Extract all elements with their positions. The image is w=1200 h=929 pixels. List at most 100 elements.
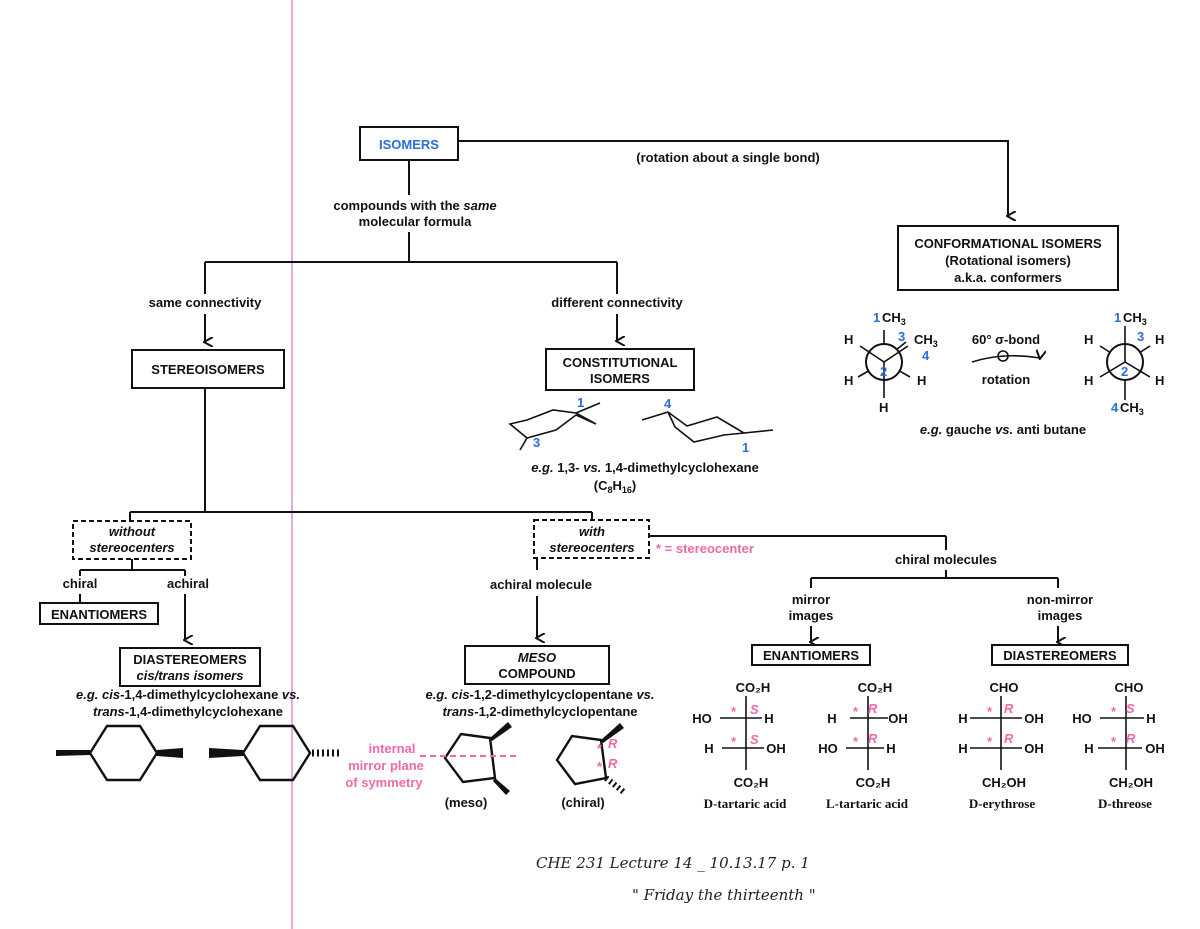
meso-line1: MESO	[518, 650, 556, 665]
de-oh2: OH	[1024, 741, 1044, 756]
non-mirror-line1: non-mirror	[1027, 592, 1093, 607]
non-mirror-line2: images	[1038, 608, 1083, 623]
chiral-r-2: R	[608, 756, 618, 771]
newman-right-3: 3	[1137, 329, 1144, 344]
diastereomers-left-box	[119, 647, 261, 687]
dth-ho: HO	[1072, 711, 1092, 726]
lt-oh: OH	[888, 711, 908, 726]
conformational-sub1: (Rotational isomers)	[945, 253, 1071, 268]
lt-top: CO₂H	[858, 680, 893, 695]
newman-right-2: 2	[1121, 364, 1128, 379]
dt-star2: *	[731, 734, 737, 749]
dth-bottom: CH₂OH	[1109, 775, 1153, 790]
mirror-text-1: internal	[369, 741, 416, 756]
fischer-d-threose	[1098, 696, 1144, 770]
chiral-label-cyclopentane: (chiral)	[561, 795, 604, 810]
chiral-label: chiral	[63, 576, 98, 591]
enantiomers-left-box	[39, 602, 159, 625]
achiral-molecule-label: achiral molecule	[490, 577, 592, 592]
de-h2: H	[958, 741, 967, 756]
dth-star2: *	[1111, 734, 1117, 749]
lt-r1: R	[868, 701, 878, 716]
newman-right-h4: H	[1155, 373, 1164, 388]
chair-left-num-1: 1	[577, 395, 584, 410]
mirror-images-line2: images	[789, 608, 834, 623]
conformational-sub2: a.k.a. conformers	[954, 270, 1062, 285]
sigma-bond-label: 60° σ-bond	[972, 332, 1040, 347]
newman-left-1: 1	[873, 310, 880, 325]
chair-13-dimethylcyclohexane	[508, 402, 601, 451]
without-stereocenters-box	[72, 520, 192, 560]
newman-left-ch3-right: CH3	[914, 332, 938, 349]
meso-box	[464, 645, 610, 685]
newman-right-1: 1	[1114, 310, 1121, 325]
enantiomers-left-label: ENANTIOMERS	[51, 607, 147, 622]
newman-right-ch3-bot: CH3	[1120, 400, 1144, 417]
diastereomers-left-ex1: e.g. cis-1,4-dimethylcyclohexane vs.	[76, 687, 300, 702]
newman-right-h1: H	[1084, 332, 1093, 347]
de-top: CHO	[990, 680, 1019, 695]
lt-bottom: CO₂H	[856, 775, 891, 790]
newman-gauche	[857, 330, 911, 398]
l-tartaric-label: L-tartaric acid	[826, 796, 909, 811]
newman-left-h2: H	[844, 373, 853, 388]
cis-14-dimethylcyclohexane	[56, 724, 183, 782]
butane-example: e.g. gauche vs. anti butane	[920, 422, 1086, 437]
chair-14-dimethylcyclohexane	[641, 411, 774, 443]
constitutional-box	[545, 348, 695, 391]
mirror-text-2: mirror plane	[348, 758, 424, 773]
with-line1: with	[579, 524, 605, 539]
achiral-label: achiral	[167, 576, 209, 591]
de-r1: R	[1004, 701, 1014, 716]
newman-left-h1: H	[844, 332, 853, 347]
chair-left-num-3: 3	[533, 435, 540, 450]
diastereomers-left-ex2: trans-1,4-dimethylcyclohexane	[93, 704, 283, 719]
dt-s2: S	[750, 732, 759, 747]
different-connectivity-label: different connectivity	[551, 295, 683, 310]
lt-star2: *	[853, 734, 859, 749]
dth-h1: H	[1146, 711, 1155, 726]
chiral-cyclopentane	[555, 723, 627, 796]
stereoisomers-box	[131, 349, 285, 389]
conformational-title: CONFORMATIONAL ISOMERS	[914, 236, 1102, 251]
dth-oh: OH	[1145, 741, 1165, 756]
conformational-box	[897, 225, 1119, 291]
fischer-d-tartaric	[720, 696, 764, 770]
de-oh1: OH	[1024, 711, 1044, 726]
chiral-molecules-label: chiral molecules	[895, 552, 997, 567]
with-stereocenters-box	[533, 519, 650, 559]
cyclohexane-example-line1: e.g. 1,3- vs. 1,4-dimethylcyclohexane	[531, 460, 759, 475]
same-formula-line1: compounds with the same	[333, 198, 496, 213]
same-formula-line2: molecular formula	[359, 214, 472, 229]
lt-h2: H	[886, 741, 895, 756]
newman-left-3: 3	[898, 329, 905, 344]
diastereomers-left-line1: DIASTEREOMERS	[133, 652, 247, 667]
without-line1: without	[109, 524, 156, 539]
handwriting-line1: CHE 231 Lecture 14 _ 10.13.17 p. 1	[536, 854, 810, 872]
lt-ho: HO	[818, 741, 838, 756]
trans-14-dimethylcyclohexane	[209, 724, 340, 782]
without-line2: stereocenters	[89, 540, 174, 555]
newman-left-h3: H	[917, 373, 926, 388]
newman-left-ch3-top: CH3	[882, 310, 906, 327]
meso-ex1: e.g. cis-1,2-dimethylcyclopentane vs.	[425, 687, 654, 702]
rotation-label: (rotation about a single bond)	[636, 150, 819, 165]
de-r2: R	[1004, 731, 1014, 746]
stereocenter-key: * = stereocenter	[656, 541, 754, 556]
dt-s1: S	[750, 702, 759, 717]
newman-right-h2: H	[1155, 332, 1164, 347]
lt-h1: H	[827, 711, 836, 726]
chiral-star-2: *	[597, 759, 603, 774]
meso-cyclopentane	[443, 722, 512, 795]
newman-left-4: 4	[922, 348, 930, 363]
newman-anti	[1099, 326, 1151, 400]
stereoisomers-label: STEREOISOMERS	[151, 362, 265, 377]
rotation-text: rotation	[982, 372, 1030, 387]
newman-right-ch3-top: CH3	[1123, 310, 1147, 327]
handwriting-line2: " Friday the thirteenth "	[632, 886, 816, 904]
newman-right-h3: H	[1084, 373, 1093, 388]
meso-line2: COMPOUND	[498, 666, 575, 681]
diastereomers-right-label: DIASTEREOMERS	[1003, 648, 1117, 663]
diastereomers-right-box	[991, 644, 1129, 666]
